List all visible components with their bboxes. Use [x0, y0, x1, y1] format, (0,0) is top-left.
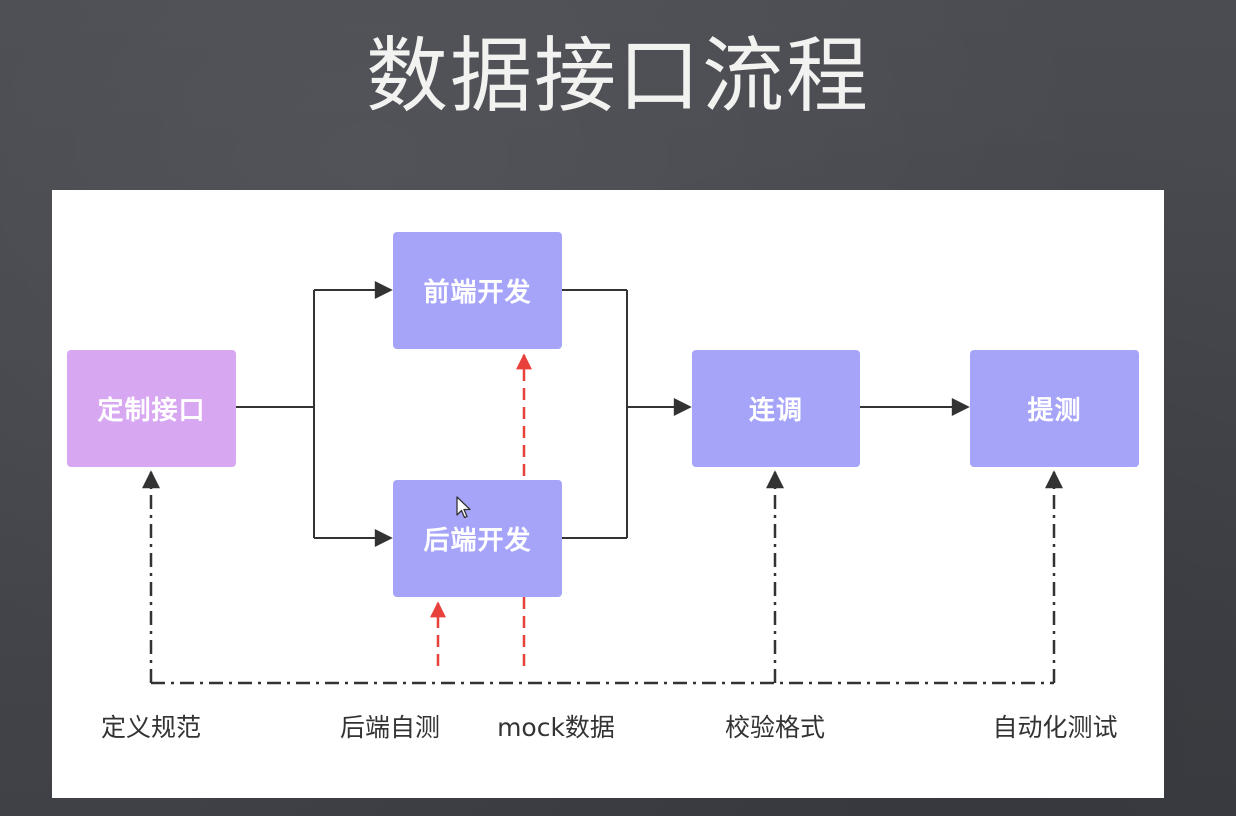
node-define-interface: 定制接口	[67, 350, 236, 467]
node-submit-test-label: 提测	[1027, 396, 1082, 426]
label-define-spec: 定义规范	[100, 713, 202, 742]
node-frontend-dev-label: 前端开发	[423, 278, 532, 308]
slide-title: 数据接口流程	[365, 29, 870, 124]
diagram-panel: 定制接口 前端开发 后端开发 连调 提测 定义规范 后端自测 mock数据 校验…	[52, 190, 1164, 798]
node-backend-dev: 后端开发	[393, 480, 562, 597]
dashdot-connectors	[142, 470, 1063, 685]
node-define-interface-label: 定制接口	[97, 396, 206, 426]
node-frontend-dev: 前端开发	[393, 232, 562, 349]
node-integrate: 连调	[692, 350, 860, 467]
label-validate-format: 校验格式	[724, 713, 826, 742]
label-auto-test: 自动化测试	[992, 713, 1118, 742]
label-backend-selftest: 后端自测	[339, 713, 441, 742]
mouse-cursor-icon	[456, 496, 471, 519]
connector-lines	[142, 281, 1063, 685]
node-submit-test: 提测	[970, 350, 1139, 467]
label-mock-data: mock数据	[497, 713, 615, 742]
node-backend-dev-label: 后端开发	[423, 526, 532, 556]
node-integrate-label: 连调	[748, 396, 803, 426]
solid-connectors	[236, 281, 970, 547]
